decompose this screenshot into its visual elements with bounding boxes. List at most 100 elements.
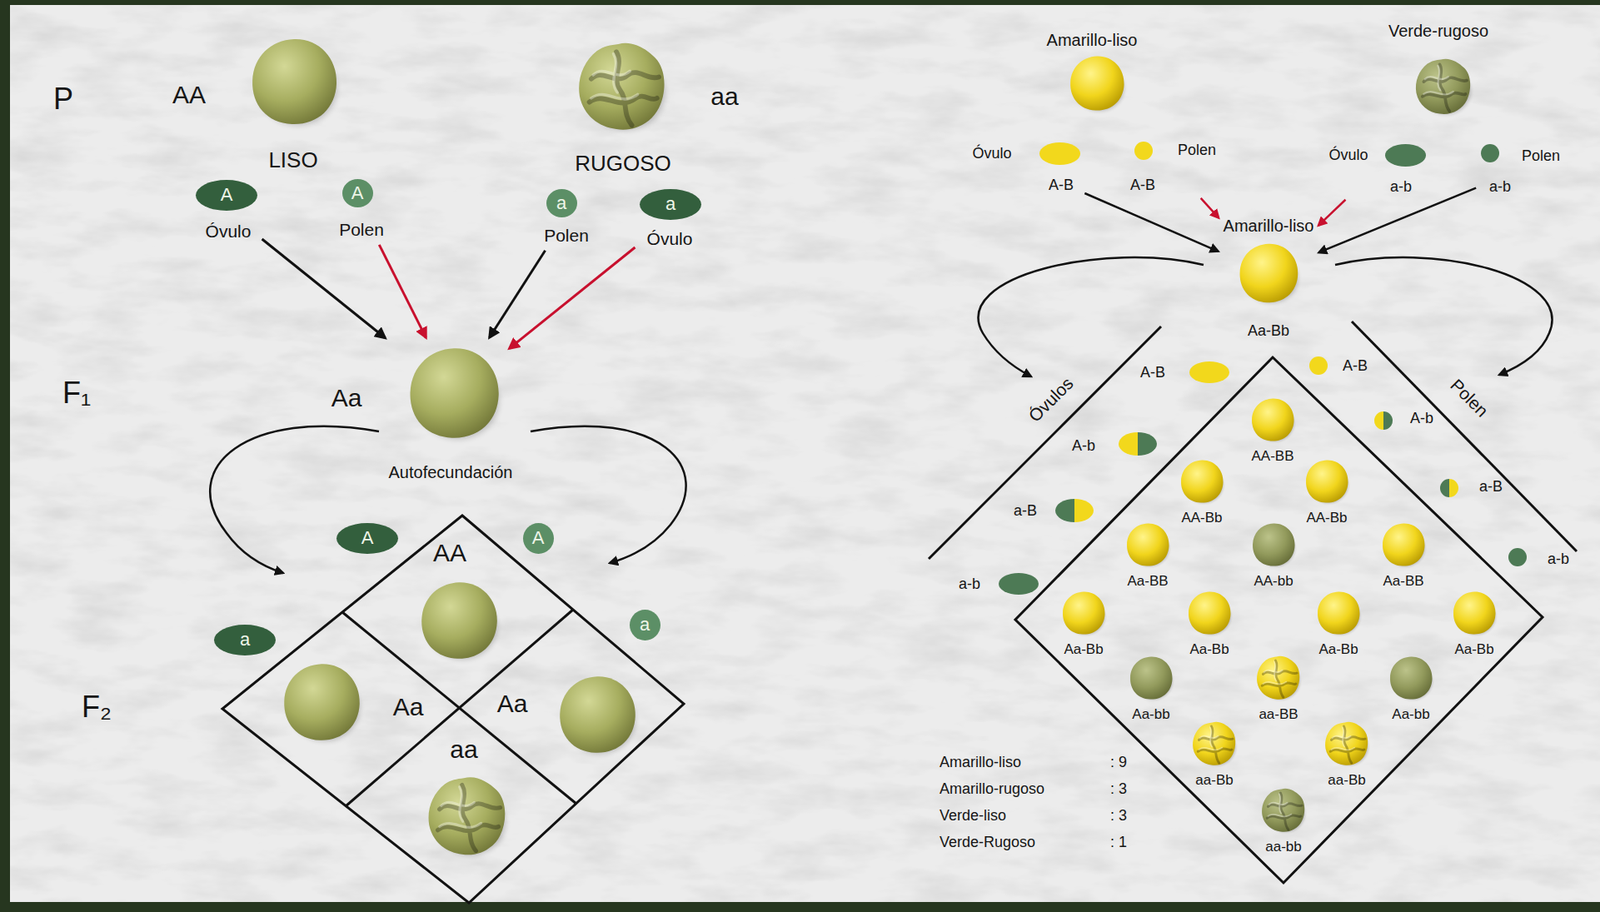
- gamete-genotype: A-B: [1130, 176, 1156, 195]
- gamete-type: Polen: [543, 225, 589, 246]
- gamete-type: Óvulo: [971, 144, 1012, 163]
- hybrid-seed: Aa: [328, 338, 509, 448]
- gamete-shape: [546, 189, 578, 218]
- gamete-shape: [1385, 144, 1426, 167]
- ovule-gamete: ÓvuloA-B: [968, 139, 1083, 198]
- generation-label: P: [53, 81, 74, 116]
- phenotype-label: Verde-Rugoso: [939, 833, 1036, 852]
- pollen-gamete: aPolen: [540, 185, 593, 250]
- pea-seed: [1382, 523, 1426, 567]
- allele-letter: a: [556, 192, 567, 214]
- phenotype-label: Verde-liso: [939, 807, 1007, 825]
- genotype-label: AA-Bb: [1181, 509, 1222, 527]
- pea-seed: [409, 348, 499, 439]
- genotype-label: AA-Bb: [1305, 509, 1347, 527]
- gamete-shape: [523, 523, 554, 554]
- pollen-gamete: A: [519, 519, 558, 558]
- gamete-genotype: a-b: [958, 575, 981, 594]
- pea-seed: [1130, 656, 1173, 700]
- allele-letter: A: [220, 184, 234, 205]
- hybrid-seed: Amarillo-lisoAa-Bb: [1220, 213, 1318, 344]
- count-label: : 3: [1110, 780, 1127, 798]
- gamete-genotype: a-B: [1013, 502, 1037, 520]
- pea-seed: [1062, 591, 1106, 635]
- count-label: : 9: [1110, 753, 1127, 772]
- punnett-square: [222, 515, 684, 903]
- genotype-label: Aa: [331, 383, 363, 414]
- pea-seed: [1325, 722, 1368, 766]
- pollen-gamete: [1309, 356, 1328, 375]
- ovule-gamete: [1118, 432, 1138, 456]
- gamete-genotype: a-b: [1547, 550, 1570, 569]
- gamete-shape: [342, 179, 374, 208]
- pea-seed: [1070, 55, 1124, 111]
- genotype-label: Aa-bb: [1391, 706, 1430, 723]
- pollen-gamete: Polen a-b: [1477, 140, 1564, 199]
- gamete-arrow: [489, 250, 546, 339]
- genotype-label: Aa-BB: [1382, 573, 1424, 590]
- phenotype-label: Amarillo-liso: [939, 753, 1022, 772]
- pea-seed: [428, 777, 506, 856]
- pollen-gamete: PolenA-B: [1126, 138, 1220, 198]
- phenotype-label: RUGOSO: [574, 151, 672, 177]
- pea-seed: [1415, 59, 1471, 115]
- band-label: Óvulos: [1024, 373, 1077, 426]
- gamete-shape: [1134, 141, 1153, 160]
- genotype-label: Aa: [497, 689, 529, 719]
- genotype-label: AA-BB: [1251, 448, 1294, 465]
- genotype-label: AA: [172, 80, 206, 110]
- process-label: Autofecundación: [388, 463, 513, 483]
- punnett-square: [1015, 357, 1543, 883]
- gamete-arrow: [378, 244, 426, 338]
- gamete-arrow: [509, 247, 636, 349]
- gamete-shape: [1134, 141, 1153, 160]
- pea-seed: [252, 39, 337, 125]
- genotype-label: aa: [449, 735, 478, 765]
- pea-seed: [1317, 591, 1361, 635]
- gamete-arrow: [1318, 199, 1346, 226]
- pollen-gamete: [1440, 478, 1450, 498]
- pollen-gamete: APolen: [335, 175, 388, 244]
- generation-label: F₁: [62, 375, 91, 410]
- gamete-type: Óvulo: [1328, 146, 1368, 165]
- allele-letter: A: [351, 182, 364, 204]
- gamete-split-arrow: [1335, 257, 1552, 375]
- gamete-type: Óvulo: [205, 221, 252, 242]
- pea-seed: [1126, 523, 1170, 567]
- pea-seed: [1453, 591, 1496, 635]
- gamete-genotype: a-b: [1489, 178, 1511, 196]
- pea-seed: [1188, 591, 1232, 635]
- pea-seed: [1240, 244, 1299, 304]
- allele-letter: A: [532, 527, 545, 549]
- gamete-type: Polen: [1521, 147, 1561, 165]
- phenotype-label: LISO: [268, 148, 318, 174]
- pea-seed: [1261, 788, 1305, 833]
- genotype-label: Aa-bb: [1131, 706, 1170, 723]
- genotype-label: AA: [433, 538, 467, 569]
- pollen-gamete: [1383, 411, 1393, 430]
- pea-seed: [421, 582, 498, 660]
- gamete-arrow: [262, 239, 386, 339]
- genotype-label: Aa-BB: [1126, 573, 1168, 590]
- genotype-label: aa: [710, 82, 738, 112]
- gamete-shape: [1039, 142, 1081, 165]
- band-label: Polen: [1445, 374, 1492, 421]
- gamete-split-arrow: [978, 257, 1204, 377]
- pea-seed: [1256, 656, 1300, 700]
- gamete-genotype: A-B: [1048, 176, 1074, 195]
- pea-seed: [1305, 459, 1349, 504]
- pollen-gamete: [1508, 548, 1527, 567]
- gamete-shape: [629, 609, 661, 641]
- genotype-label: Aa: [393, 692, 424, 723]
- genotype-label: Aa-Bb: [1247, 322, 1290, 340]
- allele-letter: a: [665, 193, 676, 215]
- ovule-gamete: [1074, 498, 1094, 523]
- phenotype-label: Verde-rugoso: [1388, 21, 1489, 41]
- genotype-label: aa-Bb: [1195, 772, 1233, 789]
- ovule-gamete: aÓvulo: [636, 185, 705, 254]
- pea-seed: [578, 43, 665, 130]
